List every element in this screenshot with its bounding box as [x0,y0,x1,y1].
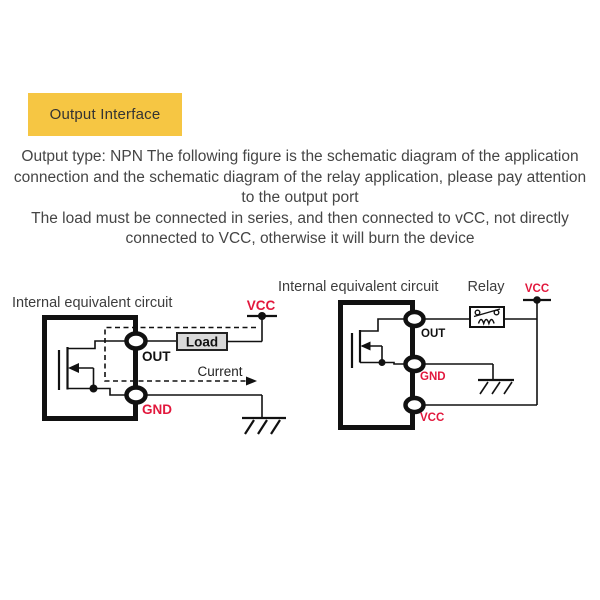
intro-line-5: connected to VCC, otherwise it will burn… [125,230,475,247]
right-earth-ground-icon [478,378,514,395]
current-label: Current [197,364,242,379]
section-header-label: Output Interface [49,106,161,123]
right-circuit-diagram: Internal equivalent circuit Relay OUT [278,279,551,430]
right-vcc-terminal [403,395,426,415]
right-vcc-pin-label: VCC [420,412,444,424]
relay-switch-arm [473,308,501,318]
intro-line-1: Output type: NPN The following figure is… [21,148,579,165]
earth-slash [491,381,501,395]
earth-slash [257,419,268,435]
left-circuit-diagram: Internal equivalent circuit Current [12,295,286,435]
intro-line-2: connection and the schematic diagram of … [13,168,587,186]
earth-slash [270,419,281,435]
left-circuit-title: Internal equivalent circuit [12,295,172,311]
intro-line-4: The load must be connected in series, an… [31,209,569,227]
current-arrowhead-icon [246,376,257,386]
left-device-box [42,315,138,421]
drain-lead [67,340,126,350]
right-gnd-label: GND [420,371,446,383]
right-vcc-symbol: VCC [523,283,551,405]
right-gnd-terminal [403,354,426,374]
right-circuit-title: Internal equivalent circuit [278,279,438,295]
current-loop-dashed-line [104,326,256,382]
left-transistor-icon [57,340,126,396]
right-out-label: OUT [421,328,445,340]
section-header: Output Interface [28,93,182,136]
earth-slash [479,381,489,395]
left-earth-ground-icon [242,416,286,435]
right-vcc-top-label: VCC [525,283,549,295]
left-gnd-terminal [124,385,148,405]
source-to-gnd-lead [93,387,126,396]
left-gnd-label: GND [142,402,172,417]
transistor-arrowhead-icon [68,363,79,373]
transistor-arrowhead-icon [360,341,371,351]
relay-label: Relay [467,279,505,295]
left-out-label: OUT [142,349,171,364]
relay-coil [477,318,495,326]
drain-lead [360,318,405,332]
source-to-gnd-lead [382,361,405,365]
intro-line-3: to the output port [241,189,359,206]
earth-slash [244,419,255,435]
left-out-terminal [124,331,148,351]
load-label: Load [186,335,218,350]
vcc-node-dot [258,312,266,320]
right-transistor-icon [350,318,405,368]
right-out-terminal [403,309,426,329]
left-vcc-label: VCC [247,298,276,313]
left-vcc-symbol: VCC [247,298,277,342]
relay-icon [469,306,505,328]
intro-text: Output type: NPN The following figure is… [0,147,600,250]
earth-slash [503,381,513,395]
